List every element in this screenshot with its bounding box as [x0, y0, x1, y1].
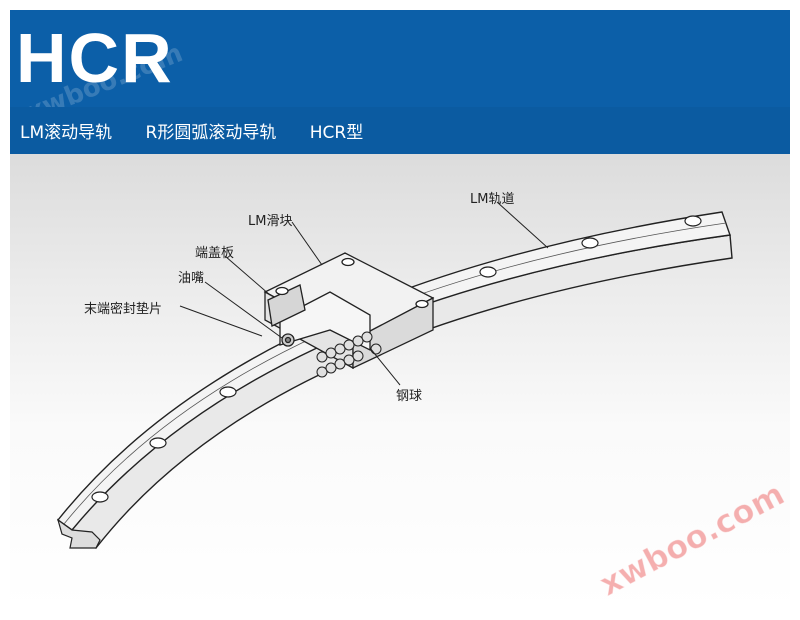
rail-hole: [149, 437, 167, 449]
rail-hole: [684, 215, 702, 227]
label-lm-rail: LM轨道: [470, 192, 515, 207]
rail-hole: [219, 386, 237, 398]
subtitle-bar: [10, 107, 790, 154]
label-end-plate: 端盖板: [195, 246, 235, 261]
label-steel-balls: 钢球: [396, 389, 423, 404]
rail-holes: [91, 215, 702, 503]
rail-hole: [479, 266, 497, 278]
rail-hole: [91, 491, 109, 503]
steel-balls: [316, 331, 382, 378]
rail-end-profile: [56, 518, 101, 549]
label-grease-nipple: 油嘴: [178, 271, 205, 286]
subtitle-part-3: HCR型: [309, 123, 364, 143]
subtitle: LM滚动导轨 R形圆弧滚动导轨 HCR型: [20, 118, 391, 143]
model-title: HCR: [16, 19, 174, 97]
header-banner: [10, 10, 790, 107]
leader-lines: [179, 201, 549, 386]
subtitle-part-1: LM滚动导轨: [20, 123, 113, 143]
rail-hole: [581, 237, 599, 249]
label-lm-block: LM滑块: [248, 214, 293, 229]
label-end-seal: 末端密封垫片: [84, 302, 163, 317]
rail-top-face: [56, 211, 731, 531]
subtitle-part-2: R形圆弧滚动导轨: [145, 123, 277, 143]
